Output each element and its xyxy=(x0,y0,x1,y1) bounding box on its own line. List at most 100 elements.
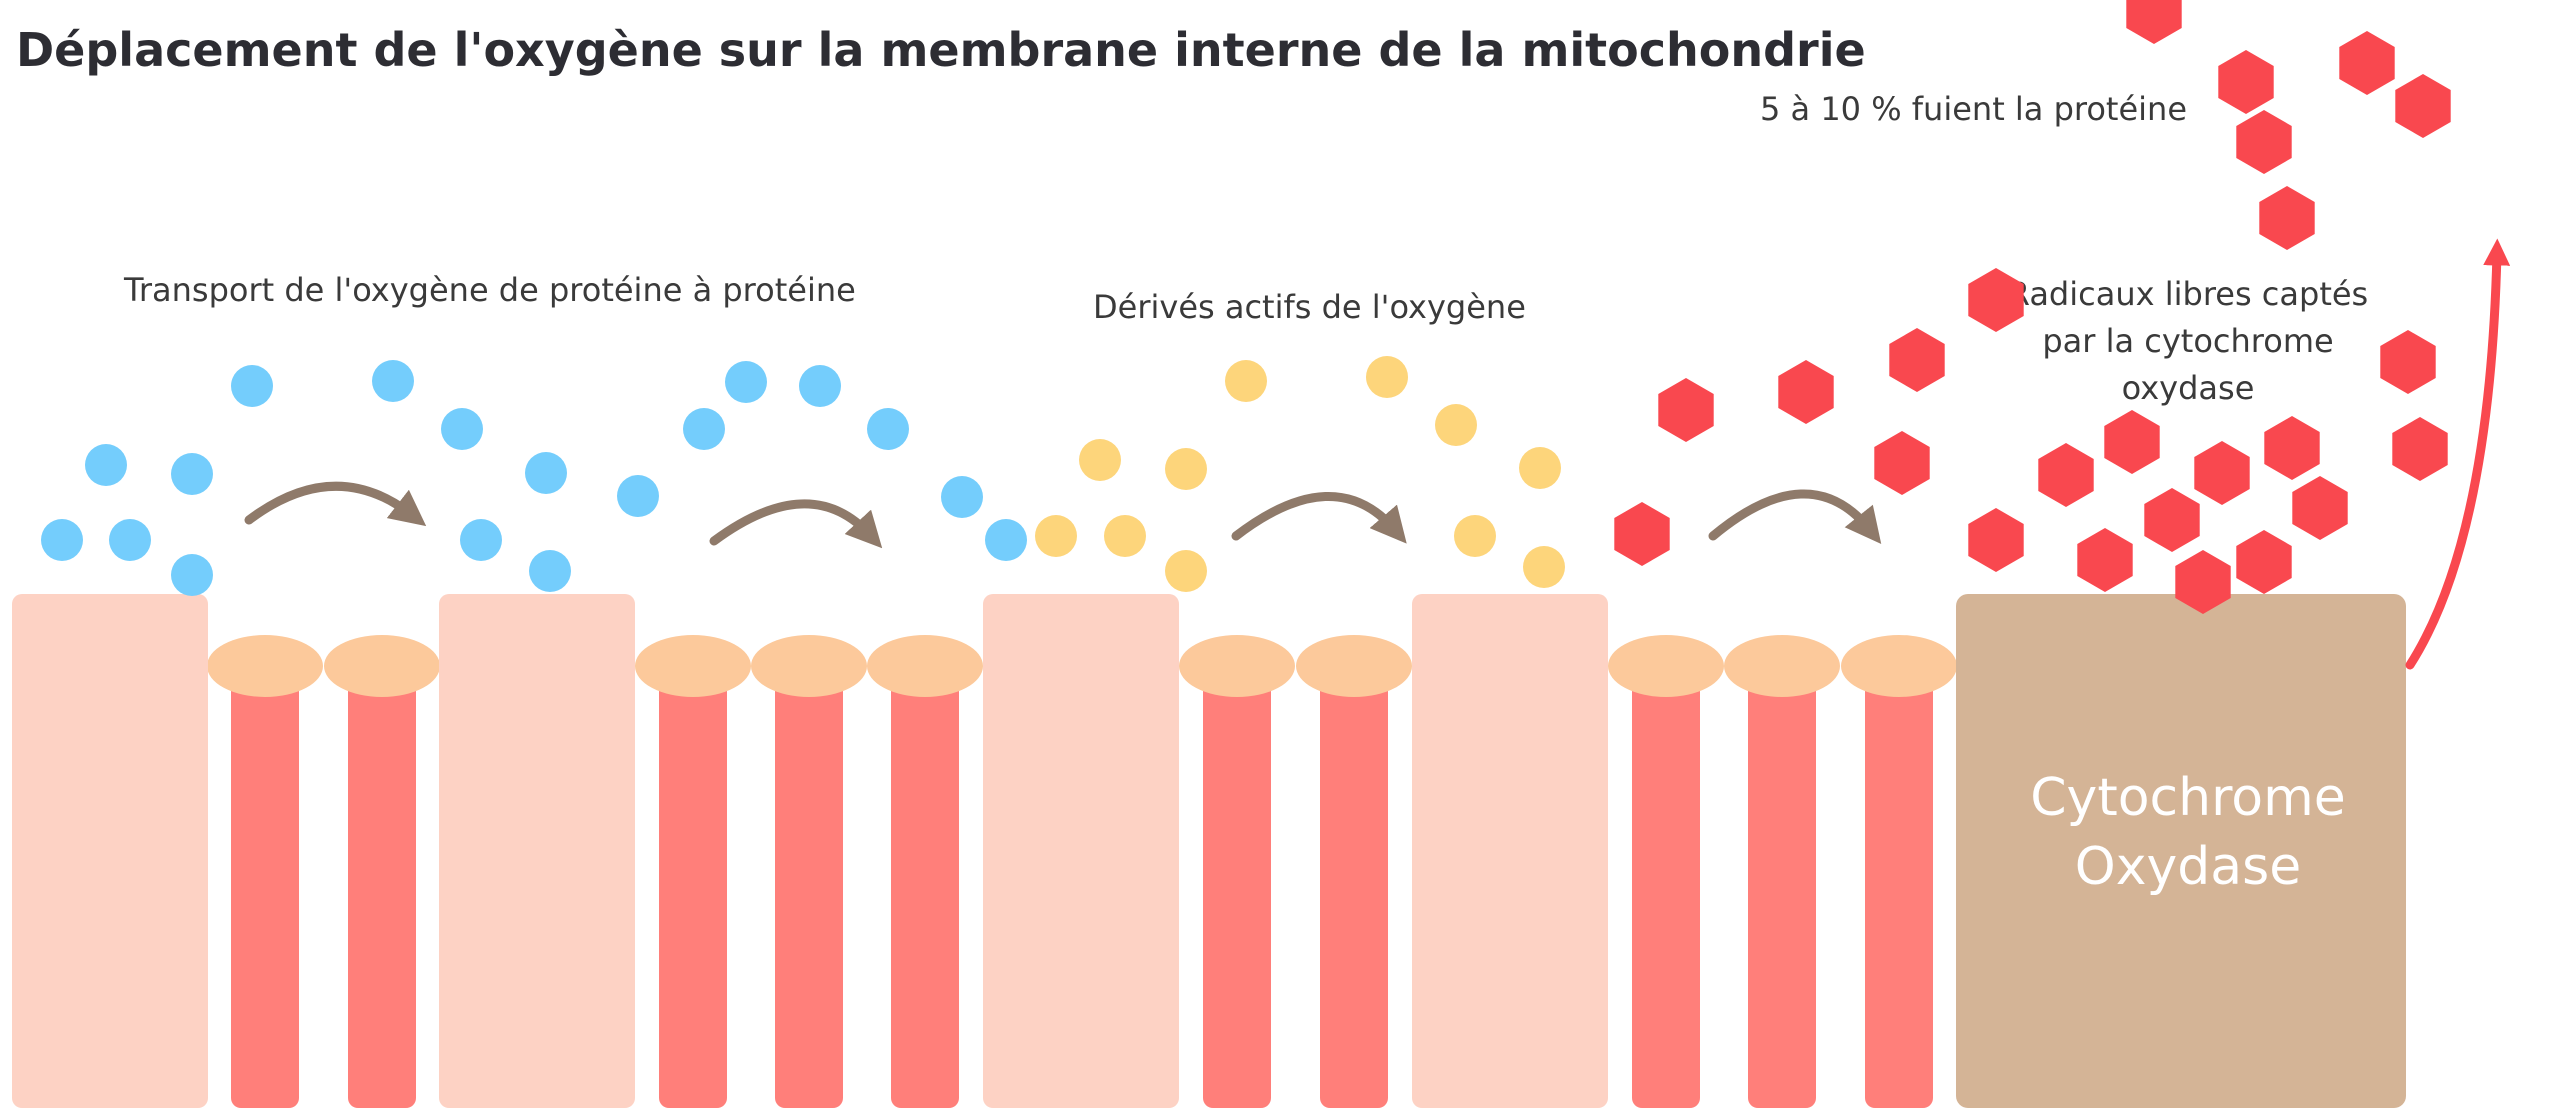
caption-leak: 5 à 10 % fuient la protéine xyxy=(1760,90,2187,128)
active-derivative xyxy=(1079,439,1121,481)
free-radical xyxy=(2339,31,2395,95)
oxygen-molecule xyxy=(529,550,571,592)
oxygen-molecule xyxy=(171,554,213,596)
caption-free-radicals-line-2: par la cytochrome xyxy=(2042,322,2333,360)
free-radical xyxy=(2380,330,2436,394)
free-radical xyxy=(2236,530,2292,594)
active-derivative xyxy=(1165,550,1207,592)
lipid-tail xyxy=(659,670,727,1108)
oxygen-molecule xyxy=(231,365,273,407)
protein-block xyxy=(983,594,1179,1108)
oxygen-molecule xyxy=(85,444,127,486)
active-derivative xyxy=(1519,447,1561,489)
cytochrome-oxydase-label-line-2: Oxydase xyxy=(2075,837,2301,897)
oxygen-molecule xyxy=(985,519,1027,561)
active-derivative xyxy=(1035,515,1077,557)
lipid-tail xyxy=(775,670,843,1108)
lipid-head xyxy=(324,635,440,697)
free-radical xyxy=(2264,416,2320,480)
free-radical xyxy=(2077,528,2133,592)
free-radical xyxy=(2259,186,2315,250)
lipid-head xyxy=(751,635,867,697)
lipid-heads xyxy=(207,635,1957,697)
oxygen-molecule xyxy=(372,360,414,402)
oxygen-molecules xyxy=(41,360,1027,596)
active-derivative xyxy=(1523,546,1565,588)
transfer-arrow xyxy=(244,481,427,527)
cytochrome-oxydase-label-line-1: Cytochrome xyxy=(2030,768,2346,828)
oxygen-molecule xyxy=(441,408,483,450)
lipid-head xyxy=(1841,635,1957,697)
active-derivative xyxy=(1435,404,1477,446)
lipid-tail xyxy=(1865,670,1933,1108)
oxygen-molecule xyxy=(460,519,502,561)
lipid-tail xyxy=(348,670,416,1108)
leak-arrow xyxy=(2405,238,2511,670)
free-radical xyxy=(1658,378,1714,442)
caption-active-derivatives: Dérivés actifs de l'oxygène xyxy=(1093,288,1526,326)
oxygen-molecule xyxy=(725,361,767,403)
transfer-arrows xyxy=(244,481,1882,549)
oxygen-molecule xyxy=(525,452,567,494)
lipid-head xyxy=(1296,635,1412,697)
lipid-head xyxy=(635,635,751,697)
protein-block xyxy=(439,594,635,1108)
free-radical xyxy=(2194,441,2250,505)
caption-transport: Transport de l'oxygène de protéine à pro… xyxy=(123,271,856,309)
protein-block xyxy=(1412,594,1608,1108)
oxygen-molecule xyxy=(683,408,725,450)
oxygen-molecule xyxy=(41,519,83,561)
lipid-tail xyxy=(1320,670,1388,1108)
free-radical xyxy=(2236,110,2292,174)
active-derivative xyxy=(1165,448,1207,490)
free-radical xyxy=(2218,50,2274,114)
transfer-arrow xyxy=(1231,491,1407,544)
oxygen-molecule xyxy=(617,475,659,517)
caption-free-radicals-line-1: Radicaux libres captés xyxy=(2008,275,2368,313)
oxygen-molecule xyxy=(867,408,909,450)
free-radicals xyxy=(1614,0,2451,614)
active-derivative xyxy=(1104,515,1146,557)
free-radical xyxy=(1614,502,1670,566)
lipid-head xyxy=(1179,635,1295,697)
caption-free-radicals-line-3: oxydase xyxy=(2122,369,2255,407)
active-derivative xyxy=(1454,515,1496,557)
lipid-head xyxy=(867,635,983,697)
active-derivative xyxy=(1225,360,1267,402)
lipid-tail xyxy=(891,670,959,1108)
active-derivative xyxy=(1366,356,1408,398)
cytochrome-oxydase: Cytochrome Oxydase xyxy=(1956,594,2406,1108)
free-radical xyxy=(2175,550,2231,614)
lipid-tail xyxy=(1632,670,1700,1108)
free-radical xyxy=(2038,443,2094,507)
free-radical xyxy=(1968,268,2024,332)
free-radical xyxy=(1968,508,2024,572)
free-radical xyxy=(2144,488,2200,552)
free-radical xyxy=(1778,360,1834,424)
free-radical xyxy=(2392,417,2448,481)
protein-block xyxy=(12,594,208,1108)
cytochrome-oxydase-block xyxy=(1956,594,2406,1108)
free-radical xyxy=(2292,476,2348,540)
free-radical xyxy=(2104,410,2160,474)
oxygen-molecule xyxy=(941,476,983,518)
lipid-head xyxy=(207,635,323,697)
active-derivatives xyxy=(1035,356,1565,592)
free-radical xyxy=(2126,0,2182,44)
lipid-tail xyxy=(231,670,299,1108)
lipid-tail xyxy=(1203,670,1271,1108)
lipid-tail xyxy=(1748,670,1816,1108)
oxygen-molecule xyxy=(171,453,213,495)
free-radical xyxy=(1889,328,1945,392)
oxygen-molecule xyxy=(799,365,841,407)
lipid-head xyxy=(1608,635,1724,697)
transfer-arrow xyxy=(1708,489,1882,545)
oxygen-molecule xyxy=(109,519,151,561)
free-radical xyxy=(1874,431,1930,495)
transport-proteins xyxy=(12,594,1608,1108)
lipid-head xyxy=(1724,635,1840,697)
free-radical xyxy=(2395,74,2451,138)
transfer-arrow xyxy=(709,499,883,549)
diagram-title: Déplacement de l'oxygène sur la membrane… xyxy=(16,23,1866,77)
